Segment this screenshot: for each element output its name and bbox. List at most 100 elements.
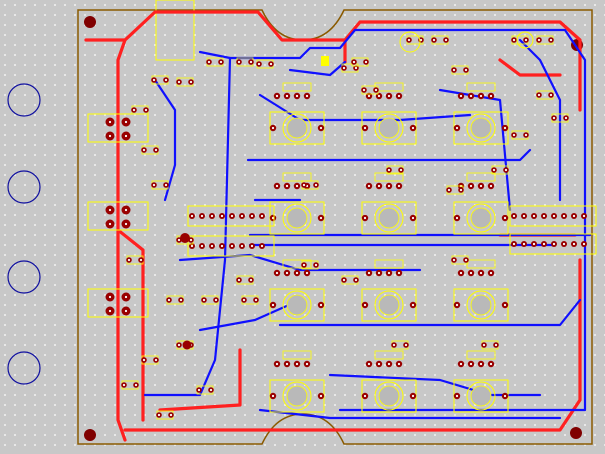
pad-hole [124,309,128,313]
pad-hole [207,60,211,64]
pad-hole [532,214,536,218]
pad-hole [260,214,264,218]
pad-hole [154,148,158,152]
crystal-silkscreen [516,31,534,49]
pad-hole [524,133,528,137]
pad-hole [367,362,371,366]
pad-hole [152,183,156,187]
pad-hole [362,88,366,92]
pad-hole [452,68,456,72]
pad-hole [444,38,448,42]
pad-hole [124,208,128,212]
pad-hole [564,116,568,120]
pad-hole [237,60,241,64]
pad-hole [464,68,468,72]
pad-hole [377,362,381,366]
misc-part [126,255,144,265]
pad-hole [210,244,214,248]
dip-outline [509,205,597,227]
pad-hole [295,362,299,366]
pad-hole [503,126,507,130]
misc-part [481,340,499,350]
dip-ic-icon [509,233,597,255]
pad-hole [387,362,391,366]
mounting-circle-icon [7,351,41,385]
pad-hole [404,343,408,347]
misc-part [196,385,214,395]
pad-hole [254,298,258,302]
pad-hole [562,242,566,246]
pad-hole [459,271,463,275]
pad-hole [377,271,381,275]
pad-hole [549,38,553,42]
pad-hole [459,188,463,192]
dip-outline [187,205,275,227]
misc-part [141,145,159,155]
part-silkscreen [374,350,404,360]
pad-hole [387,271,391,275]
pad-hole [522,214,526,218]
pad-hole [144,108,148,112]
part-silkscreen [282,82,312,92]
dip-ic-icon [187,235,275,257]
misc-part [431,35,449,45]
pad-hole [407,38,411,42]
pad-hole [314,263,318,267]
pad-hole [503,216,507,220]
switch-inner [286,207,308,229]
mounting-hole-icon [84,429,96,441]
switch-knob [374,381,404,411]
dip-ic-icon [187,205,275,227]
red-trace [116,228,145,422]
dip-outline [509,233,597,255]
pad-hole [108,309,112,313]
pad-hole [124,295,128,299]
misc-part [451,255,469,265]
misc-part [166,295,184,305]
mounting-circle-icon [7,83,41,117]
pad-hole [271,303,275,307]
blue-trace [153,78,177,202]
switch-inner [470,385,492,407]
part-silkscreen [466,82,496,92]
switch-knob [466,381,496,411]
mounting-circles [7,83,41,385]
switch-knob [282,203,312,233]
pad-hole [164,183,168,187]
pad-hole [367,94,371,98]
pad-hole [169,413,173,417]
pad-hole [377,94,381,98]
pad-hole [503,303,507,307]
pad-hole [582,214,586,218]
rotary-switch-icon [361,350,417,413]
pad-hole [285,362,289,366]
pad-hole [122,383,126,387]
pad-hole [260,244,264,248]
pad-hole [367,184,371,188]
large-pad [182,340,192,350]
part-silkscreen [374,172,404,182]
pad-hole [512,38,516,42]
pad-hole [411,216,415,220]
red-trace [116,38,127,442]
rotary-switch-icon [269,172,325,235]
pad-hole [392,343,396,347]
misc-part [341,63,359,73]
pad-hole [367,271,371,275]
pad-hole [124,120,128,124]
pad-hole [108,134,112,138]
pad-hole [582,242,586,246]
pad-hole [275,184,279,188]
pad-hole [562,214,566,218]
pad-hole [411,394,415,398]
blue-trace [258,93,472,122]
pad-hole [479,184,483,188]
dip-outline [187,235,275,257]
misc-part [121,380,139,390]
pad-hole [411,126,415,130]
rotary-switch-icon [453,82,509,145]
pad-hole [399,168,403,172]
pad-hole [419,38,423,42]
misc-part [446,185,464,195]
pad-hole [108,295,112,299]
